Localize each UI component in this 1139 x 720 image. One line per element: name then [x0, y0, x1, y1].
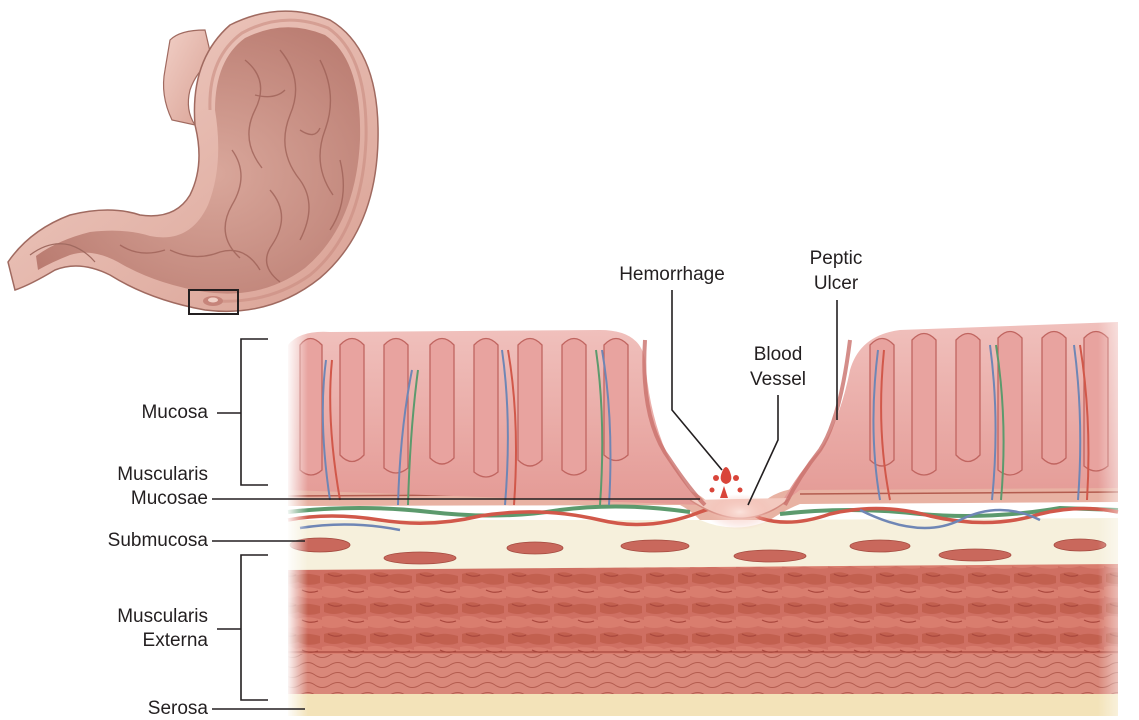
label-leaders	[212, 290, 838, 710]
label-muscularis-externa-line1: Muscularis	[117, 606, 208, 627]
label-peptic-ulcer-line1: Peptic	[809, 248, 863, 269]
label-muscularis-mucosae-line1: Muscularis	[117, 464, 208, 485]
ulcer-location-box	[188, 289, 239, 315]
label-blood-vessel-line1: Blood	[753, 344, 803, 365]
label-mucosa: Mucosa	[141, 402, 208, 423]
wall-cross-section	[286, 315, 1139, 720]
label-muscularis-mucosae-line2: Mucosae	[130, 488, 208, 509]
label-peptic-ulcer-line2: Ulcer	[813, 273, 859, 294]
label-serosa: Serosa	[147, 698, 208, 719]
label-blood-vessel-line2: Vessel	[750, 369, 806, 390]
label-hemorrhage: Hemorrhage	[619, 264, 725, 285]
label-submucosa: Submucosa	[107, 530, 208, 551]
label-muscularis-externa-line2: Externa	[142, 630, 208, 651]
stomach-overview	[7, 10, 379, 313]
